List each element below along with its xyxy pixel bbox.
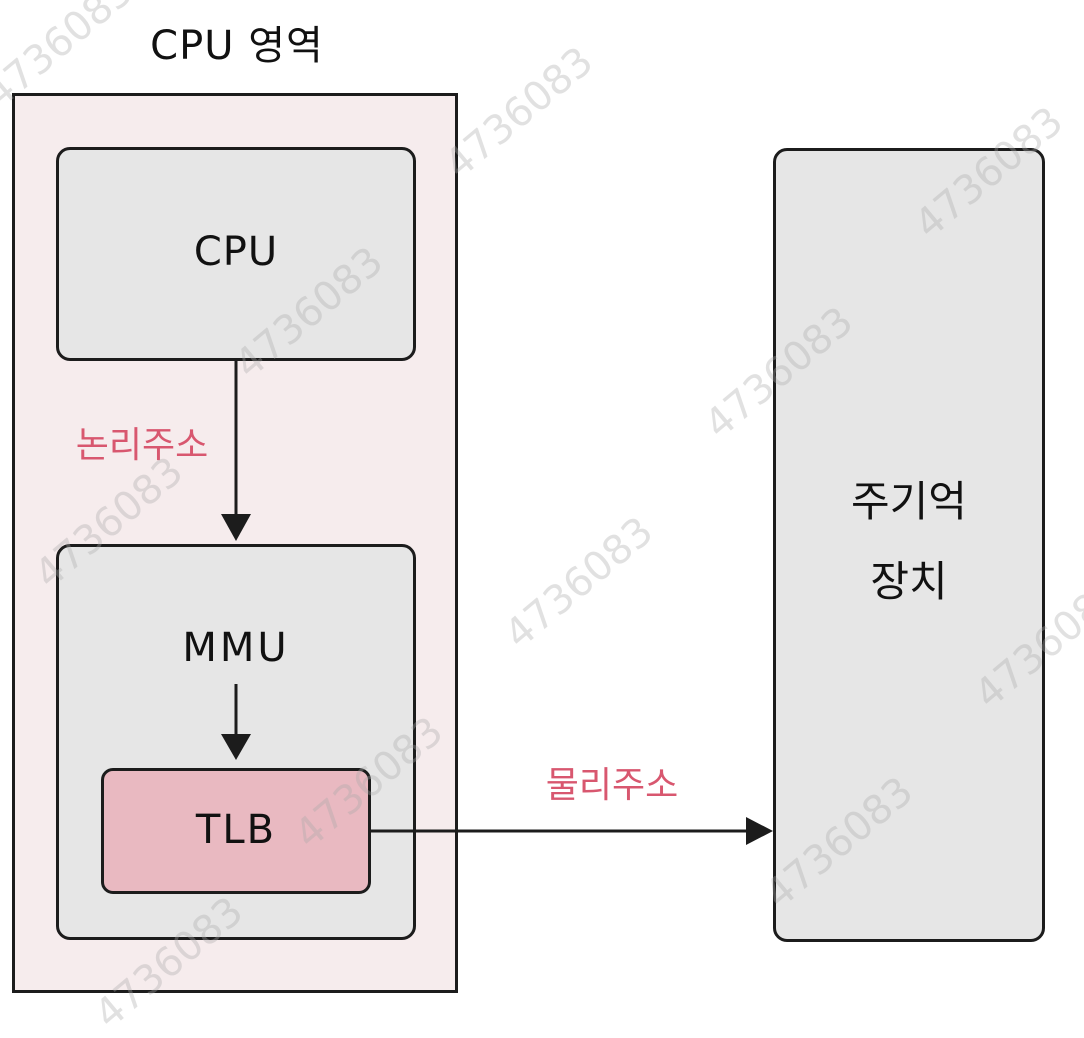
tlb-to-memory-arrowhead — [746, 817, 773, 845]
main-memory-label: 주기억 장치 — [773, 462, 1045, 622]
tlb-to-memory-arrow — [371, 817, 773, 845]
cpu-to-mmu-arrowhead — [221, 514, 251, 541]
region-title: CPU 영역 — [150, 23, 324, 69]
main-memory-label-line2: 장치 — [870, 557, 948, 606]
main-memory-label-line1: 주기억 — [851, 477, 967, 526]
physical-address-label: 물리주소 — [545, 765, 679, 806]
logical-address-label: 논리주소 — [75, 425, 209, 466]
main-memory-box — [773, 148, 1045, 942]
cpu-to-mmu-arrow — [221, 361, 251, 541]
tlb-box — [101, 768, 371, 894]
tlb-label: TLB — [195, 807, 277, 853]
mmu-label: MMU — [182, 625, 290, 671]
mmu-to-tlb-arrowhead — [221, 734, 251, 760]
cpu-box — [56, 147, 416, 361]
mmu-to-tlb-arrow — [221, 684, 251, 760]
cpu-label: CPU — [193, 229, 279, 275]
arrows-layer — [221, 361, 773, 845]
